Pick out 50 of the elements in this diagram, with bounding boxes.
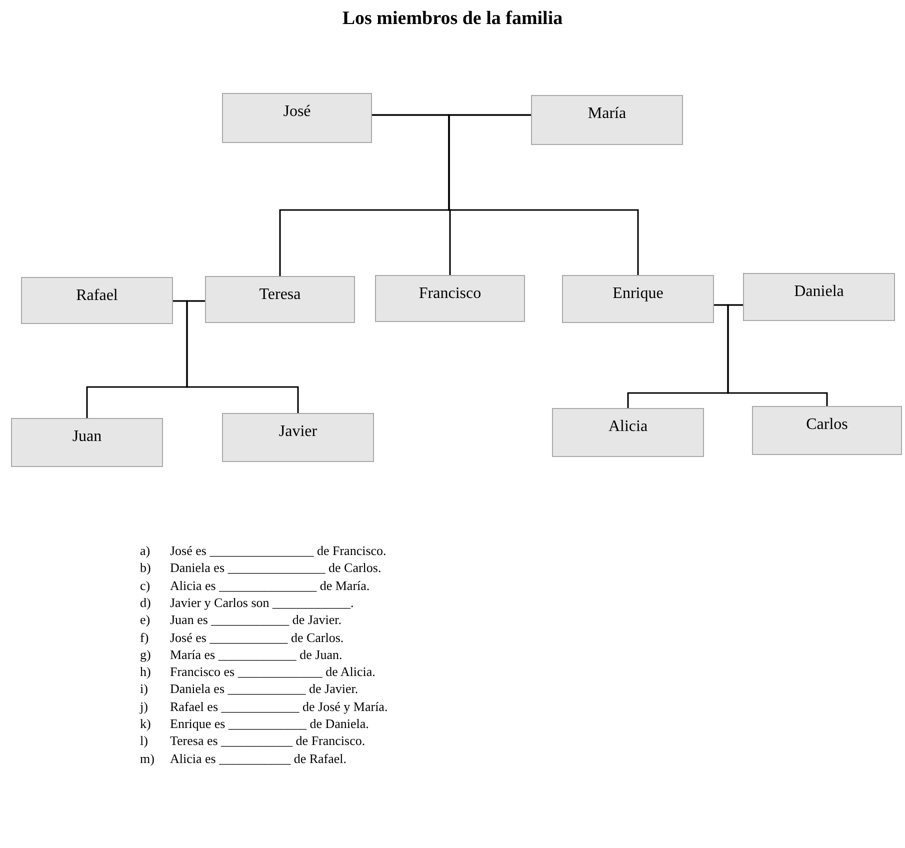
person-name: Carlos xyxy=(806,416,848,434)
person-box xyxy=(205,276,355,323)
item-letter: l) xyxy=(140,733,148,748)
person-box xyxy=(752,406,902,455)
item-letter: m) xyxy=(140,750,154,766)
person-name: Francisco xyxy=(418,285,482,303)
exercise-sentence: María es ____________ de Juan. xyxy=(170,646,342,662)
item-letter: e) xyxy=(140,612,150,628)
exercise-sentence: Alicia es ___________ de Rafael. xyxy=(170,750,347,766)
exercise-sentence: José es ________________ de Francisco. xyxy=(170,543,386,558)
person-box xyxy=(375,275,525,322)
exercise-sentence: Francisco es _____________ de Alicia. xyxy=(170,664,376,680)
exercise-sentence: Juan es ____________ de Javier. xyxy=(170,612,342,628)
person-name: Rafael xyxy=(76,287,118,305)
page-title: Los miembros de la familia xyxy=(341,8,564,30)
person-name: María xyxy=(588,105,626,123)
item-letter: h) xyxy=(140,664,151,680)
exercise-sentence: Daniela es ____________ de Javier. xyxy=(170,681,358,696)
person-box xyxy=(531,95,683,145)
exercise-sentence: Rafael es ____________ de José y María. xyxy=(170,698,388,714)
person-name: Alicia xyxy=(608,418,648,436)
person-name: Juan xyxy=(72,428,102,446)
exercise-sentence: Alicia es _______________ de María. xyxy=(170,578,370,593)
person-name: José xyxy=(283,103,311,121)
person-box xyxy=(562,275,714,323)
person-box xyxy=(222,413,374,462)
item-letter: b) xyxy=(140,560,151,576)
person-box xyxy=(21,277,173,324)
item-letter: f) xyxy=(140,630,149,644)
item-letter: c) xyxy=(140,578,150,593)
family-line xyxy=(448,114,639,275)
item-letter: a) xyxy=(140,543,150,558)
person-name: Enrique xyxy=(612,285,664,303)
exercise-sentence: Javier y Carlos son ____________. xyxy=(170,594,354,610)
person-name: Teresa xyxy=(259,286,301,304)
item-letter: g) xyxy=(140,646,151,662)
item-letter: d) xyxy=(140,594,151,610)
person-box xyxy=(552,408,704,457)
person-box xyxy=(222,93,372,143)
item-letter: i) xyxy=(140,681,148,696)
person-name: Daniela xyxy=(794,283,844,301)
person-box xyxy=(743,273,895,321)
exercise-sentence: Enrique es ____________ de Daniela. xyxy=(170,716,369,731)
exercise-sentence: José es ____________ de Carlos. xyxy=(170,630,344,644)
item-letter: k) xyxy=(140,716,151,731)
item-letter: j) xyxy=(140,698,148,714)
person-name: Javier xyxy=(278,423,318,441)
exercise-sentence: Teresa es ___________ de Francisco. xyxy=(170,733,366,748)
exercise-sentence: Daniela es _______________ de Carlos. xyxy=(170,560,382,576)
person-box xyxy=(11,418,163,467)
